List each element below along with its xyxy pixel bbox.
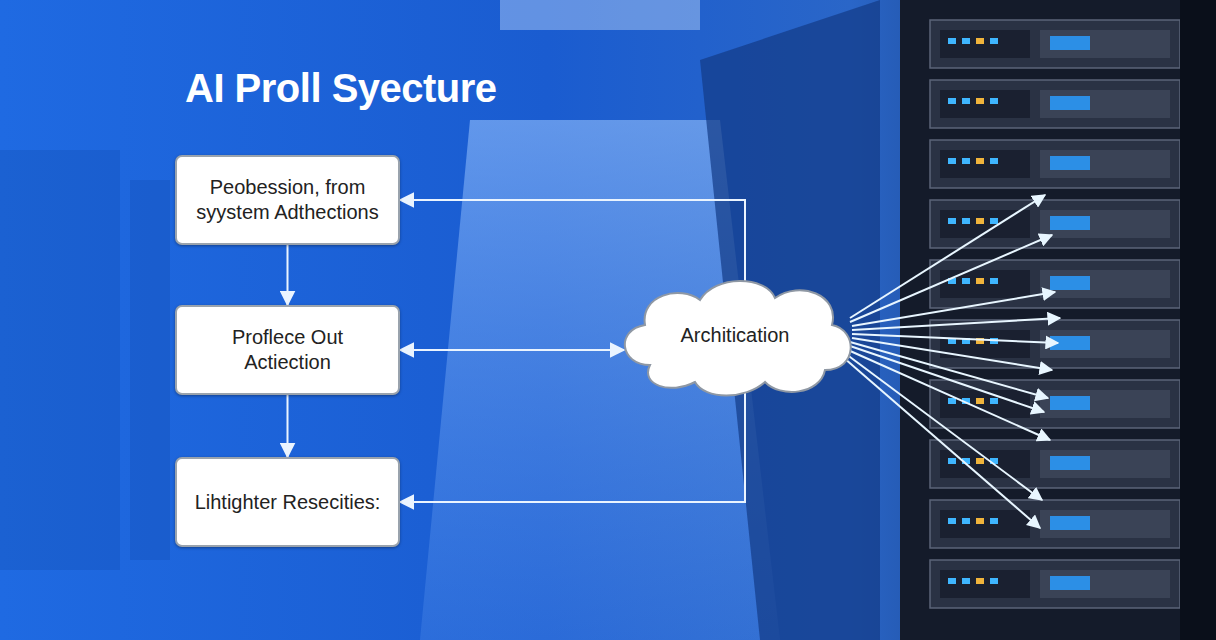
server-unit bbox=[930, 20, 1180, 68]
connector-line bbox=[400, 349, 624, 351]
connector bbox=[400, 200, 745, 282]
diagram-title: AI Proll Syecture bbox=[185, 66, 497, 111]
fan-line bbox=[852, 334, 1058, 343]
connector bbox=[400, 388, 745, 502]
cloud-path bbox=[625, 281, 851, 396]
connector-line bbox=[400, 388, 745, 502]
connector bbox=[287, 245, 288, 305]
fan-line bbox=[846, 354, 1042, 500]
connector bbox=[287, 395, 288, 457]
server-unit bbox=[930, 140, 1180, 188]
process-box: Proflece Out Actiection bbox=[175, 305, 400, 395]
server-unit bbox=[930, 80, 1180, 128]
server-rack bbox=[900, 0, 1216, 640]
left-racks bbox=[0, 150, 170, 570]
node-label: Peobession, from syystem Adthections bbox=[189, 175, 386, 225]
process-box: Peobession, from syystem Adthections bbox=[175, 155, 400, 245]
connector-line bbox=[400, 200, 745, 282]
server-unit bbox=[930, 560, 1180, 608]
ceiling-light bbox=[500, 0, 700, 30]
connector bbox=[400, 350, 624, 351]
server-unit bbox=[930, 260, 1180, 308]
rack bbox=[130, 180, 170, 560]
rack-frame bbox=[1180, 0, 1216, 640]
connector-line bbox=[287, 245, 289, 305]
node-label: Architication bbox=[681, 323, 790, 348]
fan-line bbox=[848, 350, 1050, 440]
server-unit bbox=[930, 320, 1180, 368]
fan-line bbox=[852, 318, 1060, 330]
server-unit bbox=[930, 200, 1180, 248]
process-box: Lihtighter Resecities: bbox=[175, 457, 400, 547]
connector-line bbox=[287, 395, 289, 457]
fan-line bbox=[844, 358, 1040, 528]
rack bbox=[0, 150, 120, 570]
node-label: Proflece Out Actiection bbox=[189, 325, 386, 375]
fan-lines bbox=[844, 195, 1060, 528]
server-unit bbox=[930, 500, 1180, 548]
node-label: Lihtighter Resecities: bbox=[195, 490, 381, 515]
cloud-shape: Architication bbox=[610, 270, 860, 400]
